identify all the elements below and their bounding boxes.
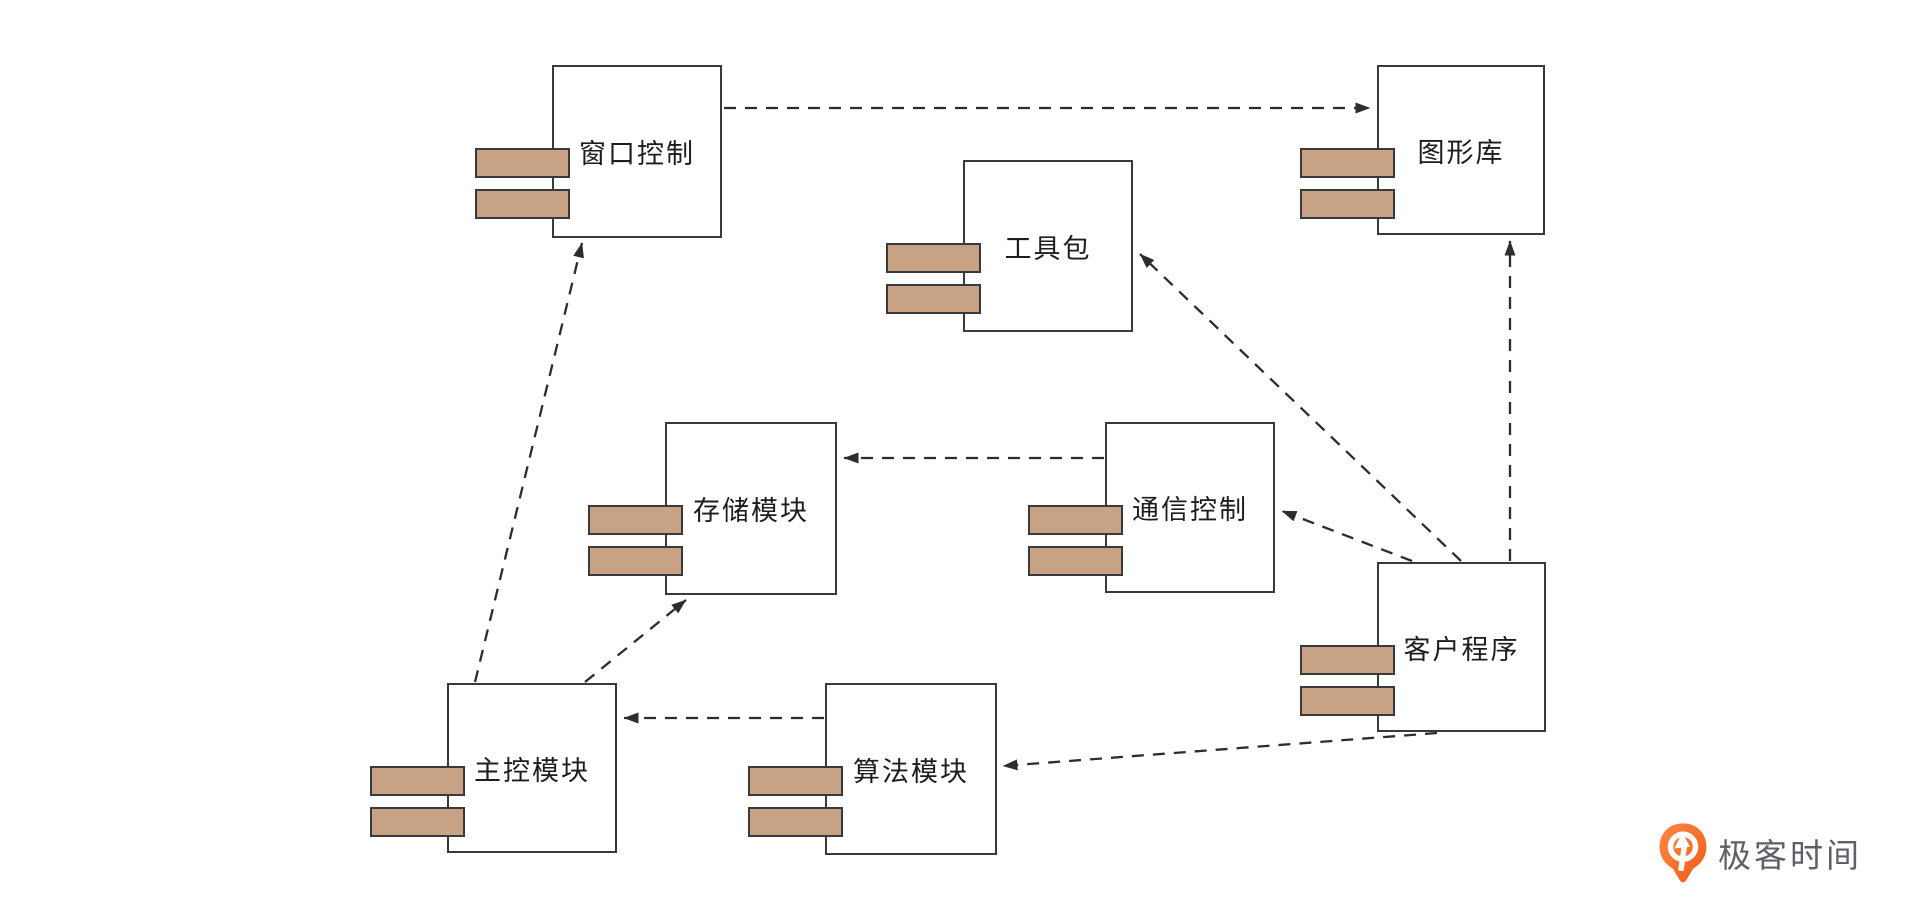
component-label-client-program: 客户程序 <box>1403 634 1520 665</box>
dependency-arrow-client-program-to-communication-control <box>1281 509 1413 563</box>
component-label-main-control-module: 主控模块 <box>474 755 590 786</box>
component-main-control-module: 主控模块 <box>370 683 617 853</box>
component-interface-tab <box>1028 546 1123 576</box>
component-interface-tab <box>1300 189 1395 219</box>
component-window-control: 窗口控制 <box>475 65 722 238</box>
component-communication-control: 通信控制 <box>1028 422 1275 593</box>
dependency-arrow-main-control-module-to-window-control <box>473 242 584 683</box>
component-label-storage-module: 存储模块 <box>693 496 809 526</box>
component-interface-tab <box>370 766 465 796</box>
component-interface-tab <box>1300 645 1395 675</box>
component-storage-module: 存储模块 <box>588 422 837 595</box>
component-label-graphics-library: 图形库 <box>1417 137 1505 168</box>
geektime-logo-icon <box>1659 823 1707 883</box>
component-interface-tab <box>886 284 981 314</box>
dependency-arrow-main-control-module-to-storage-module <box>584 599 687 683</box>
component-interface-tab <box>1300 148 1395 178</box>
component-toolkit: 工具包 <box>886 160 1133 332</box>
geektime-logo: 极客时间 <box>1658 822 1862 884</box>
component-graphics-library: 图形库 <box>1300 65 1545 235</box>
component-interface-tab <box>1028 505 1123 535</box>
component-interface-tab <box>475 189 570 219</box>
component-label-algorithm-module: 算法模块 <box>853 756 969 787</box>
component-interface-tab <box>588 505 683 535</box>
geektime-logo-text: 极客时间 <box>1718 837 1862 874</box>
component-algorithm-module: 算法模块 <box>748 683 997 855</box>
component-interface-tab <box>1300 686 1395 716</box>
component-interface-tab <box>370 807 465 837</box>
component-interface-tab <box>588 546 683 576</box>
component-label-window-control: 窗口控制 <box>579 139 695 169</box>
dependency-arrow-client-program-to-algorithm-module <box>1002 731 1438 771</box>
component-interface-tab <box>475 148 570 178</box>
component-label-toolkit: 工具包 <box>1004 233 1092 264</box>
component-interface-tab <box>748 807 843 837</box>
component-label-communication-control: 通信控制 <box>1132 495 1248 525</box>
component-interface-tab <box>886 243 981 273</box>
component-interface-tab <box>748 766 843 796</box>
component-client-program: 客户程序 <box>1300 562 1546 732</box>
